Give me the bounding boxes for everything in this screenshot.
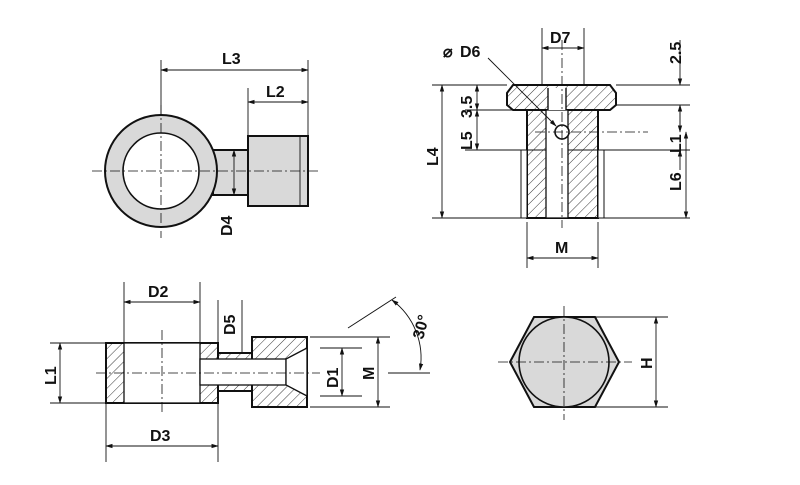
label-m-top: M bbox=[555, 240, 568, 257]
label-d6-symbol: ⌀ bbox=[443, 44, 453, 61]
label-l6: L6 bbox=[668, 172, 685, 191]
view-top-left: L3 L2 D4 bbox=[92, 51, 320, 238]
label-d7: D7 bbox=[550, 30, 571, 47]
label-angle-30: 30° bbox=[410, 313, 433, 341]
label-d6: D6 bbox=[460, 44, 481, 61]
label-h: H bbox=[639, 357, 656, 369]
label-l1-bottom: L1 bbox=[43, 366, 60, 385]
view-top-right: D7 ⌀ D6 L4 3.5 L5 2.5 L1 L6 bbox=[425, 28, 690, 268]
label-d2: D2 bbox=[148, 284, 169, 301]
label-m-bottom: M bbox=[361, 367, 378, 380]
label-d4: D4 bbox=[219, 215, 236, 236]
label-l2: L2 bbox=[266, 84, 285, 101]
view-bottom-right: H bbox=[498, 306, 668, 420]
label-d5: D5 bbox=[222, 314, 239, 335]
label-l1-top: L1 bbox=[668, 134, 685, 153]
label-l5: L5 bbox=[459, 131, 476, 150]
label-l4: L4 bbox=[425, 147, 442, 166]
label-3-5: 3.5 bbox=[459, 96, 476, 118]
label-l3: L3 bbox=[222, 51, 241, 68]
label-2-5: 2.5 bbox=[668, 42, 685, 64]
label-d3: D3 bbox=[150, 428, 171, 445]
stem-outline bbox=[212, 149, 250, 196]
view-bottom-left: D2 D5 L1 D3 D1 M 30° bbox=[43, 282, 433, 462]
label-d1: D1 bbox=[325, 367, 342, 388]
